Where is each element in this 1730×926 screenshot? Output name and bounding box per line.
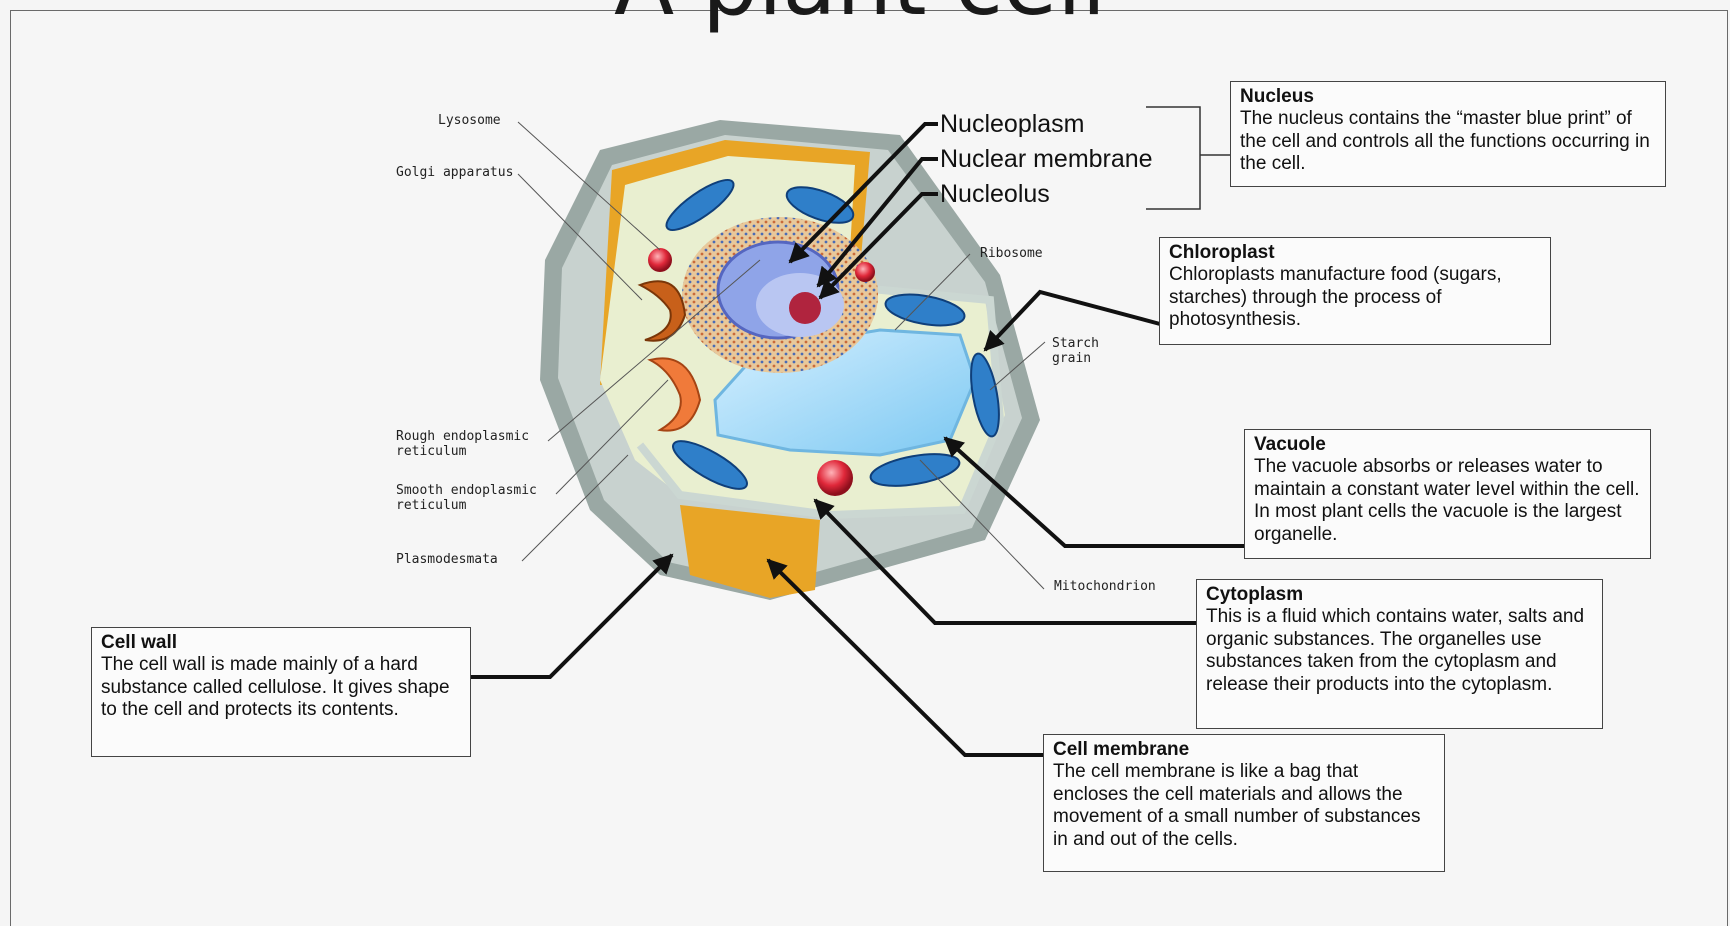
cell-wall-box-title: Cell wall: [101, 632, 461, 654]
cell-wall-box: Cell wall The cell wall is made mainly o…: [91, 627, 471, 757]
chloroplast-box-text: Chloroplasts manufacture food (sugars, s…: [1169, 264, 1541, 332]
mitochondrion-label: Mitochondrion: [1054, 580, 1156, 595]
cell-membrane-box-text: The cell membrane is like a bag that enc…: [1053, 761, 1435, 852]
golgi-apparatus-label: Golgi apparatus: [396, 166, 513, 181]
starch-grain-label: Starch grain: [1052, 337, 1099, 367]
vacuole-box-text: The vacuole absorbs or releases water to…: [1254, 456, 1641, 547]
nucleolus-label: Nucleolus: [940, 180, 1050, 209]
cell-membrane-box: Cell membrane The cell membrane is like …: [1043, 734, 1445, 872]
ribosome-label: Ribosome: [980, 247, 1043, 262]
nuclear-membrane-label: Nuclear membrane: [940, 145, 1153, 174]
chloroplast-box: Chloroplast Chloroplasts manufacture foo…: [1159, 237, 1551, 345]
nucleoplasm-label: Nucleoplasm: [940, 110, 1085, 139]
cytoplasm-box-title: Cytoplasm: [1206, 584, 1593, 606]
cell-membrane-box-title: Cell membrane: [1053, 739, 1435, 761]
smooth-er-label: Smooth endoplasmic reticulum: [396, 484, 537, 514]
nucleus-box: Nucleus The nucleus contains the “master…: [1230, 81, 1666, 187]
vacuole-box-title: Vacuole: [1254, 434, 1641, 456]
nucleus-box-text: The nucleus contains the “master blue pr…: [1240, 108, 1656, 176]
cytoplasm-box-text: This is a fluid which contains water, sa…: [1206, 606, 1593, 697]
nucleus-shape: [682, 217, 878, 373]
rough-er-label: Rough endoplasmic reticulum: [396, 430, 529, 460]
vacuole-box: Vacuole The vacuole absorbs or releases …: [1244, 429, 1651, 559]
plasmodesmata-label: Plasmodesmata: [396, 553, 498, 568]
nucleus-box-title: Nucleus: [1240, 86, 1656, 108]
cytoplasm-box: Cytoplasm This is a fluid which contains…: [1196, 579, 1603, 729]
cell-wall-box-text: The cell wall is made mainly of a hard s…: [101, 654, 461, 722]
lysosome-label: Lysosome: [438, 114, 501, 129]
chloroplast-box-title: Chloroplast: [1169, 242, 1541, 264]
